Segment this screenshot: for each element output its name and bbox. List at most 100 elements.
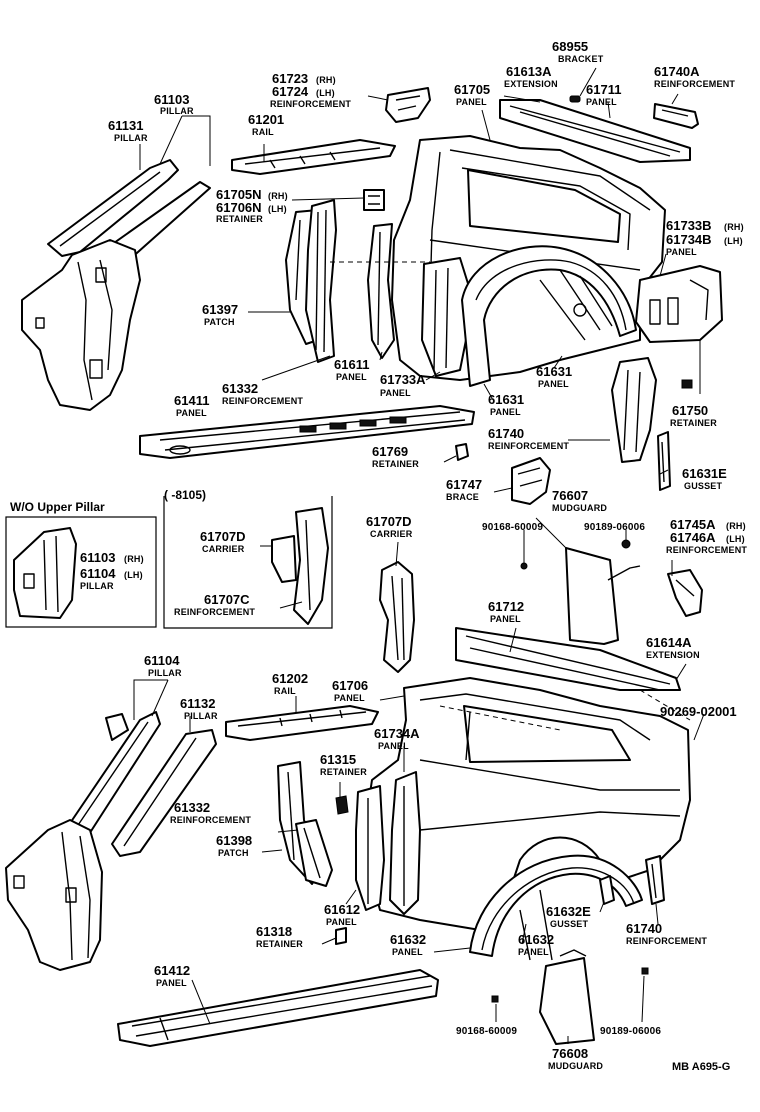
label-61202-num: 61202 <box>272 671 308 686</box>
part-61750-retainer <box>681 379 693 389</box>
label-61705N-num: 61705N <box>216 187 262 202</box>
part-61733B-panel <box>635 265 723 343</box>
label-76607-num: 76607 <box>552 488 588 503</box>
diagram-code: MB A695-G <box>672 1061 730 1073</box>
label-61104-desc: PILLAR <box>148 668 182 678</box>
label-61724-desc: REINFORCEMENT <box>270 99 351 109</box>
label-61724-num: 61724 <box>272 84 309 99</box>
label-61740A-desc: REINFORCEMENT <box>654 79 735 89</box>
part-61412-panel <box>117 969 439 1047</box>
label-61411-desc: PANEL <box>176 408 207 418</box>
label-61131-desc: PILLAR <box>114 133 148 143</box>
label-61745A-sub: (RH) <box>726 521 746 531</box>
part-61707D-carrier <box>379 561 415 673</box>
label-61747-num: 61747 <box>446 477 482 492</box>
part-61132-pillar <box>111 729 217 857</box>
label-61397-num: 61397 <box>202 302 238 317</box>
label-61706-desc: PANEL <box>334 693 365 703</box>
label-61614A-desc: EXTENSION <box>646 650 700 660</box>
part-61734A-panel <box>389 771 421 915</box>
label-61315-num: 61315 <box>320 752 356 767</box>
label-61315-desc: RETAINER <box>320 767 367 777</box>
label-90269-num: 90269-02001 <box>660 704 737 719</box>
label-61397-desc: PATCH <box>204 317 235 327</box>
part-61632E-gusset <box>599 875 615 905</box>
label-61734B-sub: (LH) <box>724 236 743 246</box>
part-61612-panel <box>355 785 385 911</box>
label-61318-desc: RETAINER <box>256 939 303 949</box>
label-61411-num: 61411 <box>174 393 209 408</box>
label-61706N-desc: RETAINER <box>216 214 263 224</box>
label-61631b-num: 61631 <box>488 392 524 407</box>
label-61707Da-desc: CARRIER <box>370 529 413 539</box>
part-61315-retainer <box>335 795 349 815</box>
label-61733B-num: 61733B <box>666 218 712 233</box>
label-61398-num: 61398 <box>216 833 252 848</box>
label-61613A-num: 61613A <box>506 64 552 79</box>
label-61318-num: 61318 <box>256 924 292 939</box>
label-61723-sub: (RH) <box>316 75 336 85</box>
part-61747-brace <box>511 457 551 505</box>
label-61740a-num: 61740 <box>488 426 524 441</box>
label-61711-num: 61711 <box>586 82 621 97</box>
part-upper-left-side-panel <box>21 239 141 411</box>
section-date-range: ( -8105) <box>164 488 206 502</box>
part-61745A-reinforcement <box>667 569 703 617</box>
label-61740a-desc: REINFORCEMENT <box>488 441 569 451</box>
part-61711-panel <box>499 99 691 163</box>
label-61104b-desc: PILLAR <box>80 581 114 591</box>
label-61103b-sub: (RH) <box>124 554 144 564</box>
part-61318-retainer <box>335 927 347 945</box>
label-61412-num: 61412 <box>154 963 190 978</box>
label-61103b-num: 61103 <box>80 550 115 565</box>
label-61104b-sub: (LH) <box>124 570 143 580</box>
label-61332b-desc: REINFORCEMENT <box>170 815 251 825</box>
label-61632b-desc: PANEL <box>518 947 549 957</box>
label-61104b-num: 61104 <box>80 566 116 581</box>
callout-labels: 68955 BRACKET 61613A EXTENSION 61740A RE… <box>10 39 747 1073</box>
inset-wo-upper-pillar <box>5 516 157 628</box>
label-61613A-desc: EXTENSION <box>504 79 558 89</box>
label-61614A-num: 61614A <box>646 635 692 650</box>
label-68955-num: 68955 <box>552 39 588 54</box>
section-wo-upper-pillar: W/O Upper Pillar <box>10 500 105 514</box>
label-61706N-num: 61706N <box>216 200 262 215</box>
part-61705N-retainer <box>363 189 385 211</box>
label-61705-num: 61705 <box>454 82 490 97</box>
label-61733B-sub: (RH) <box>724 222 744 232</box>
part-76607-mudguard <box>520 539 641 645</box>
label-61131-num: 61131 <box>108 118 143 133</box>
inset-date-range <box>163 496 333 629</box>
label-61745A-num: 61745A <box>670 517 716 532</box>
label-61707Da-num: 61707D <box>366 514 412 529</box>
part-61202-rail <box>225 705 379 741</box>
label-61747-desc: BRACE <box>446 492 479 502</box>
label-61612-num: 61612 <box>324 902 360 917</box>
label-61201-desc: RAIL <box>252 127 274 137</box>
label-61332a-num: 61332 <box>222 381 258 396</box>
label-61724-sub: (LH) <box>316 88 335 98</box>
label-61740b-desc: REINFORCEMENT <box>626 936 707 946</box>
label-61750-desc: RETAINER <box>670 418 717 428</box>
label-61398-desc: PATCH <box>218 848 249 858</box>
label-61734A-desc: PANEL <box>378 741 409 751</box>
label-61712-num: 61712 <box>488 599 524 614</box>
label-61412-desc: PANEL <box>156 978 187 988</box>
part-61631E-gusset <box>657 431 671 491</box>
label-61103-num: 61103 <box>154 92 189 107</box>
label-61706N-sub: (LH) <box>268 204 287 214</box>
part-61411-panel <box>139 405 475 459</box>
label-61611-num: 61611 <box>334 357 369 372</box>
label-61632E-num: 61632E <box>546 904 591 919</box>
label-61769-num: 61769 <box>372 444 408 459</box>
label-61332a-desc: REINFORCEMENT <box>222 396 303 406</box>
label-61631b-desc: PANEL <box>490 407 521 417</box>
part-61740-reinforcement-upper <box>611 357 657 463</box>
part-76608-mudguard <box>491 949 649 1045</box>
label-61733A-num: 61733A <box>380 372 426 387</box>
label-61631E-num: 61631E <box>682 466 727 481</box>
part-61769-retainer <box>455 443 469 461</box>
label-61705-desc: PANEL <box>456 97 487 107</box>
label-61632a-desc: PANEL <box>392 947 423 957</box>
part-68955-bracket <box>569 95 581 103</box>
